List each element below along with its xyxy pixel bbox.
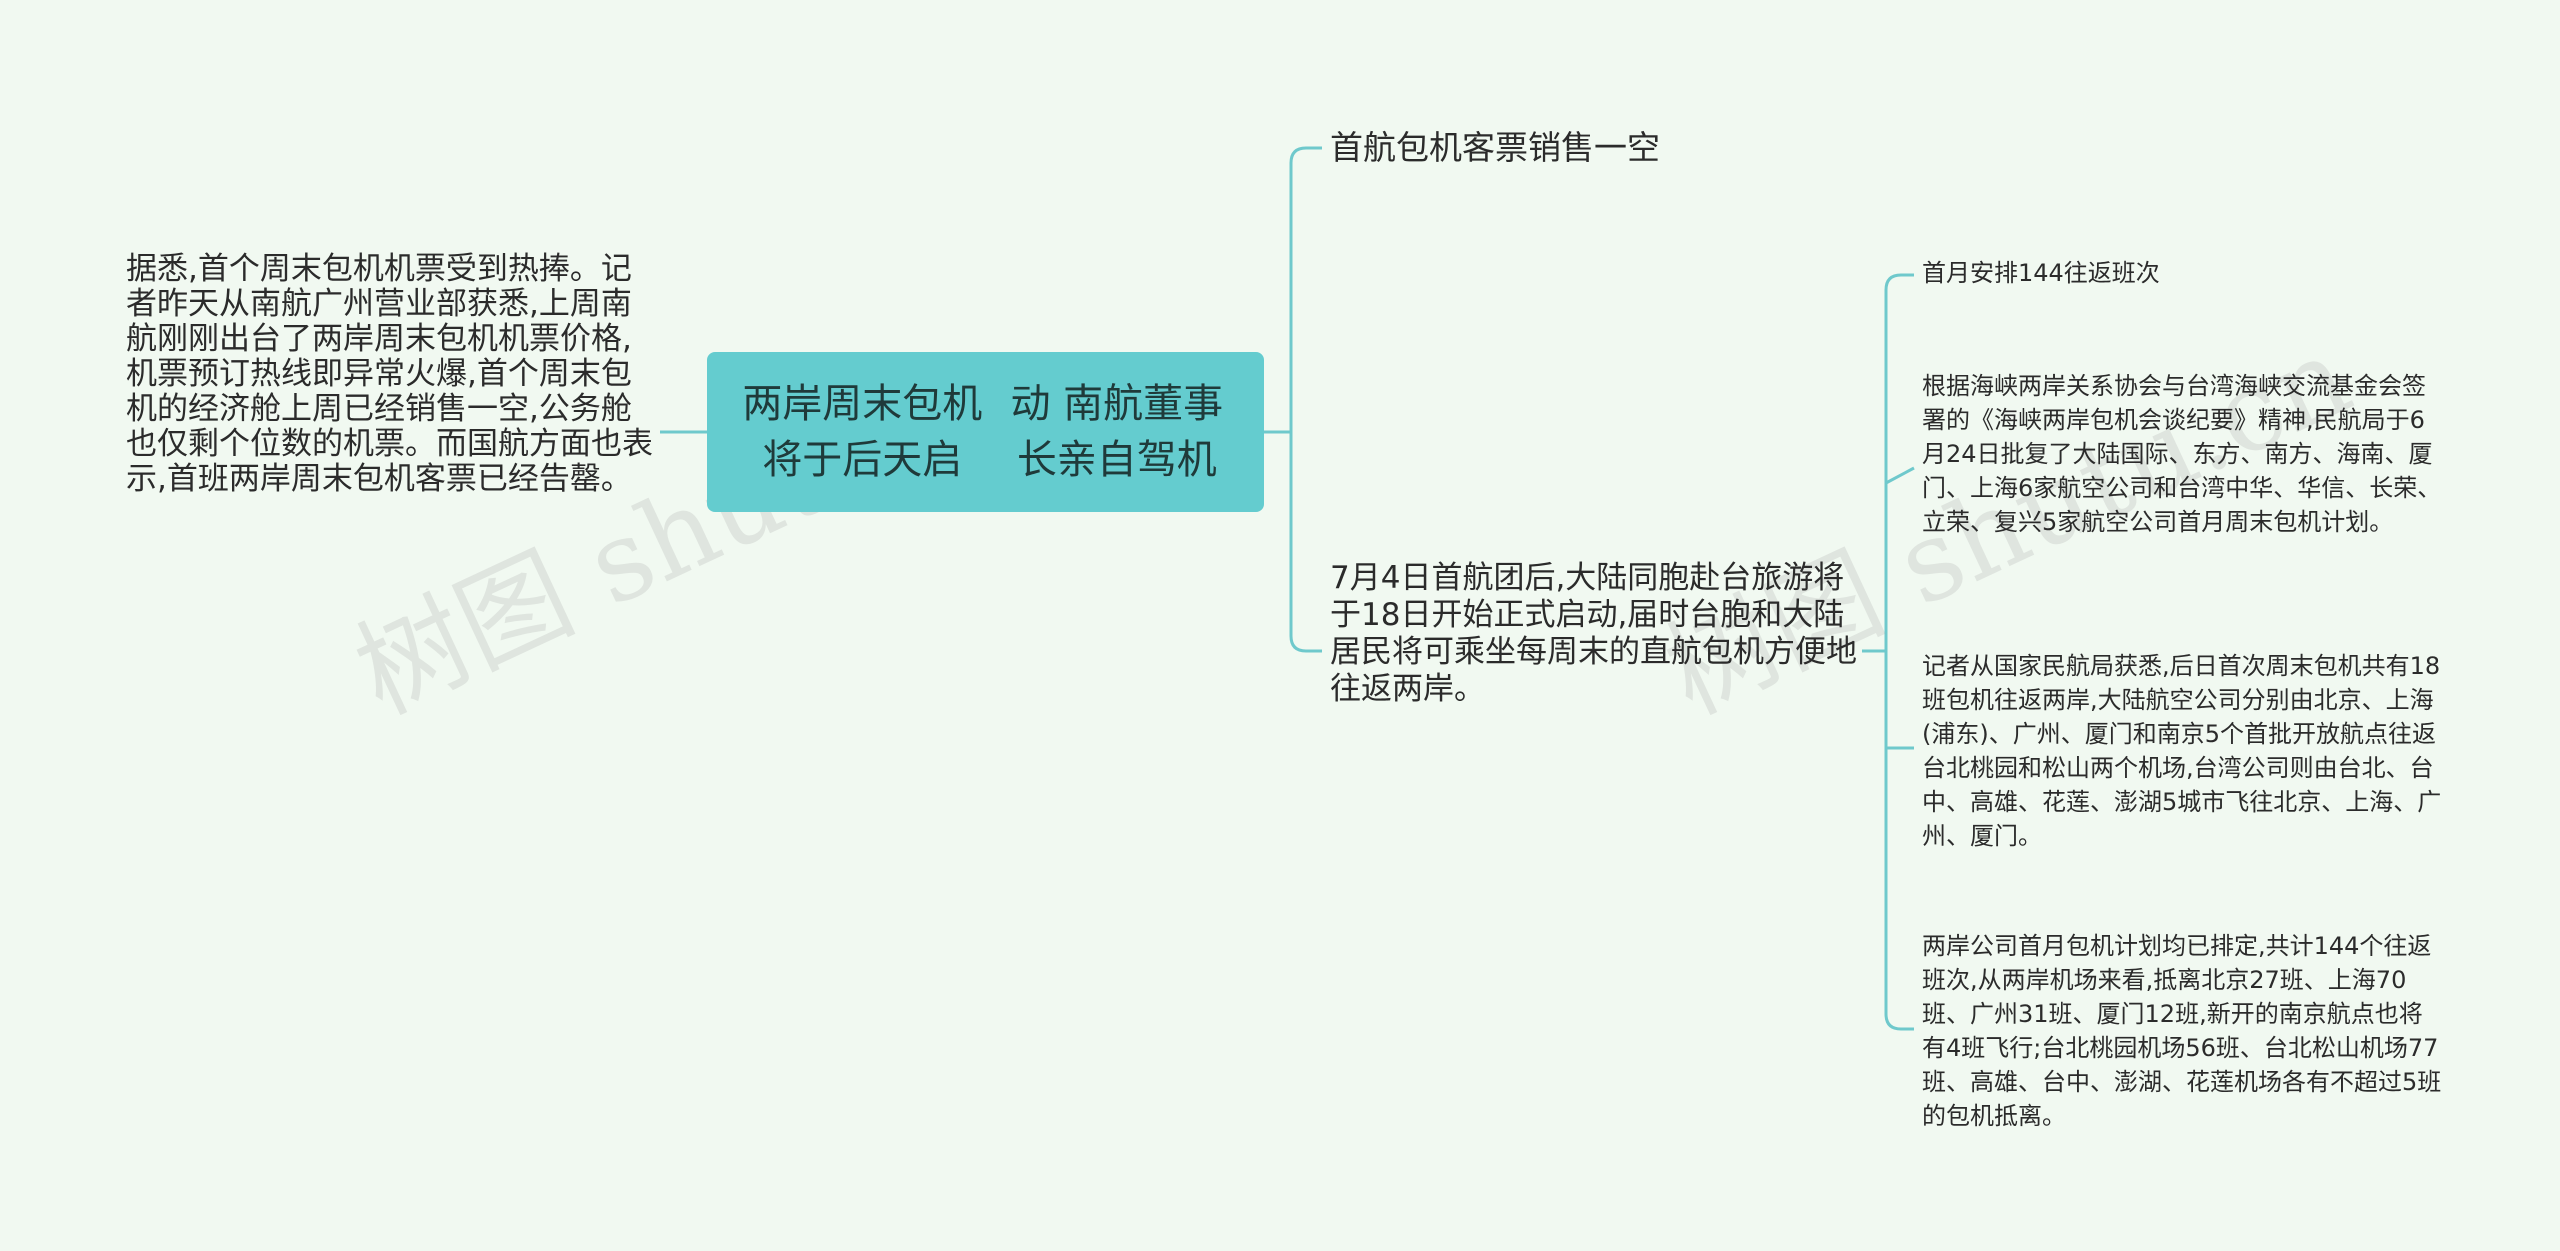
leaf-flight-schedule[interactable]: 两岸公司首月包机计划均已排定,共计144个往返班次,从两岸机场来看,抵离北京27… xyxy=(1922,932,2442,1130)
leaf-first-month-flights[interactable]: 首月安排144往返班次 xyxy=(1922,259,2160,287)
branch-tickets-sold-out[interactable]: 首航包机客票销售一空 xyxy=(1330,128,1660,167)
root-topic-title-line2: 动 南航董事长亲自驾机 xyxy=(1010,381,1224,483)
leaf-approval-plan[interactable]: 根据海峡两岸关系协会与台湾海峡交流基金会签署的《海峡两岸包机会谈纪要》精神,民航… xyxy=(1922,372,2442,536)
root-topic-node[interactable]: 两岸周末包机将于后天启 动 南航董事长亲自驾机 xyxy=(707,352,1264,512)
connector-right-trunk-2 xyxy=(1884,273,1915,1031)
left-branch-text[interactable]: 据悉,首个周末包机机票受到热捧。记者昨天从南航广州营业部获悉,上周南航刚刚出台了… xyxy=(126,251,653,497)
connector-right-trunk xyxy=(1289,146,1322,653)
leaf-first-weekend-flights[interactable]: 记者从国家民航局获悉,后日首次周末包机共有18班包机往返两岸,大陆航空公司分别由… xyxy=(1922,652,2442,850)
root-topic-title-line1: 两岸周末包机将于后天启 xyxy=(742,381,983,483)
branch-tourism-launch[interactable]: 7月4日首航团后,大陆同胞赴台旅游将于18日开始正式启动,届时台胞和大陆居民将可… xyxy=(1330,560,1857,707)
